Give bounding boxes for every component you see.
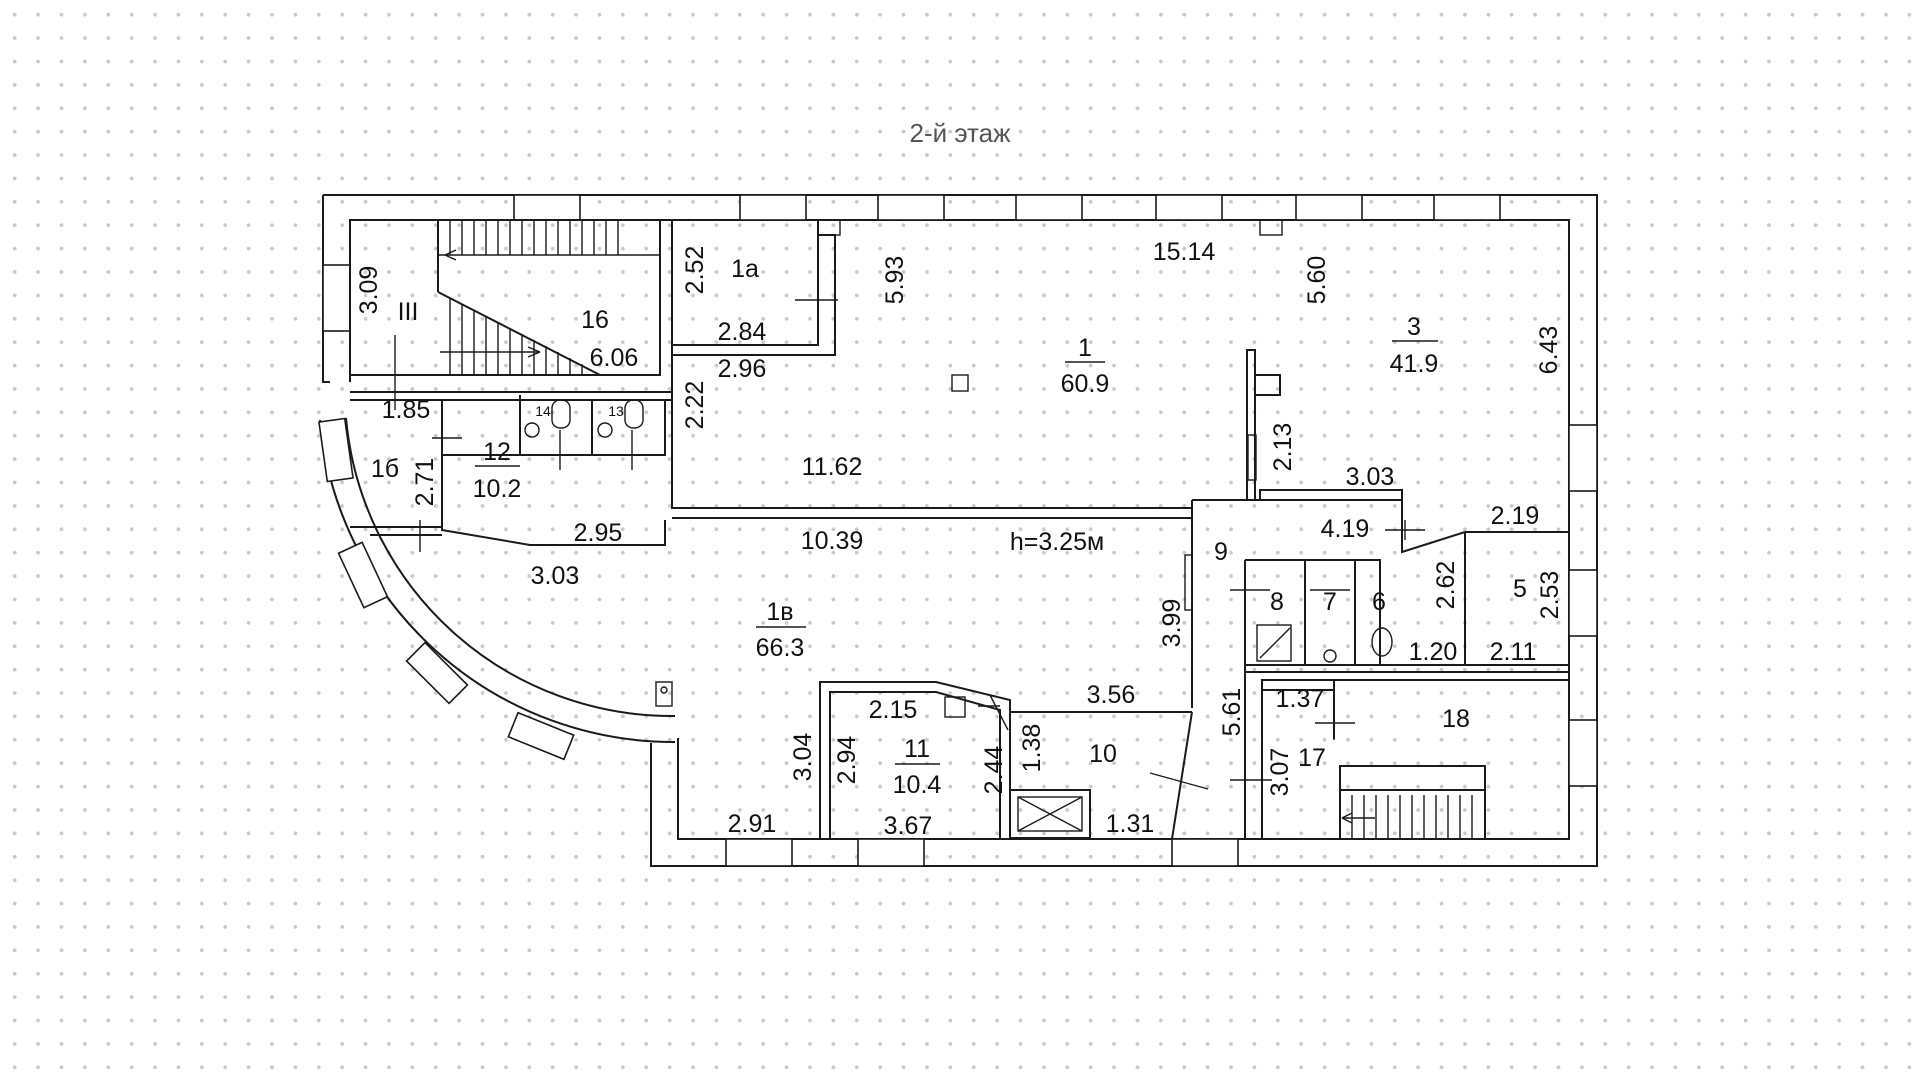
- dimension-label: 2.19: [1491, 502, 1540, 530]
- window: [318, 417, 354, 483]
- dimension-label: 5.61: [1218, 688, 1246, 737]
- dimension-label: 2.96: [718, 355, 767, 383]
- dimension-label: 2.71: [411, 458, 439, 507]
- room-1-number: 1: [1078, 334, 1092, 362]
- room-1a-number: 1а: [731, 255, 759, 283]
- window: [1568, 569, 1598, 637]
- window: [405, 641, 469, 705]
- dimension-label: 2.15: [869, 696, 918, 724]
- dimension-label: 10.39: [801, 527, 864, 555]
- left-service-rooms: [350, 391, 673, 552]
- dimension-label: 1.85: [382, 396, 431, 424]
- room-16-number: 16: [581, 306, 609, 334]
- service-core: [1184, 499, 1569, 673]
- room-3-number: 3: [1407, 313, 1421, 341]
- dimension-label: 1.31: [1106, 810, 1155, 838]
- window: [337, 541, 389, 609]
- dimension-label: 5.60: [1303, 256, 1331, 305]
- room-17-number: 17: [1298, 744, 1326, 772]
- dimension-label: 2.94: [833, 736, 861, 785]
- dimension-label: 3.03: [1346, 463, 1395, 491]
- window: [1568, 719, 1598, 787]
- room-11-number: 11: [904, 735, 930, 763]
- dimension-label: 1.20: [1409, 638, 1458, 666]
- window: [1568, 424, 1598, 492]
- room-6-number: 6: [1372, 588, 1386, 616]
- window: [857, 838, 925, 867]
- dimension-label: 15.14: [1153, 238, 1216, 266]
- dimension-label: 3.67: [884, 812, 933, 840]
- room-1b-number: 1б: [371, 455, 399, 483]
- dimension-label: 3.99: [1158, 599, 1186, 648]
- window: [322, 264, 351, 332]
- dimension-label: 2.44: [980, 746, 1008, 795]
- room-labels: 1 60.9 3 41.9 1в 66.3 11 10.4 12 10.2 1а…: [371, 255, 1527, 799]
- floor-title: 2-й этаж: [909, 118, 1011, 148]
- dimension-label: 2.91: [728, 810, 777, 838]
- dimension-label: 2.52: [681, 246, 709, 295]
- dimension-labels: 15.14 5.93 5.60 2.52 2.84 2.96 3.09 6.06…: [355, 238, 1564, 840]
- room-1v-number: 1в: [766, 598, 793, 626]
- room-8-number: 8: [1270, 588, 1284, 616]
- room-1-features: [951, 219, 1283, 501]
- window: [1295, 194, 1363, 221]
- window: [513, 194, 581, 221]
- room-5-number: 5: [1513, 575, 1527, 603]
- room-III-number: III: [398, 298, 419, 326]
- dimension-label: 2.84: [718, 318, 767, 346]
- room-10-number: 10: [1089, 740, 1117, 768]
- window: [739, 194, 807, 221]
- window: [507, 711, 575, 761]
- dimension-label: 11.62: [802, 453, 863, 481]
- dimension-label: 6.43: [1535, 326, 1563, 375]
- dimension-label: 2.53: [1536, 571, 1564, 620]
- room-9-number: 9: [1214, 538, 1228, 566]
- dimension-label: 2.13: [1269, 423, 1297, 472]
- dimension-label: 1.37: [1276, 685, 1325, 713]
- dimension-label: 5.93: [881, 256, 909, 305]
- ceiling-height: h=3.25м: [1010, 528, 1104, 556]
- window: [1171, 838, 1239, 867]
- window: [1155, 194, 1223, 221]
- room-1a-walls: [671, 219, 841, 356]
- dimension-label: 3.56: [1087, 681, 1136, 709]
- room-18-number: 18: [1442, 705, 1470, 733]
- room-3-area: 41.9: [1390, 350, 1439, 378]
- dimension-label: 3.07: [1266, 748, 1294, 797]
- lower-rooms: [655, 665, 1569, 840]
- dimension-label: 3.09: [355, 266, 383, 315]
- window: [877, 194, 945, 221]
- room-7-number: 7: [1323, 588, 1337, 616]
- dimension-label: 3.03: [531, 562, 580, 590]
- room-12-area: 10.2: [473, 475, 522, 503]
- room-11-area: 10.4: [893, 771, 942, 799]
- dimension-label: 6.06: [590, 344, 639, 372]
- stairwell: [349, 219, 661, 410]
- dimension-label: 1.38: [1018, 724, 1046, 773]
- window: [1015, 194, 1083, 221]
- dimension-label: 3.04: [789, 733, 817, 782]
- window: [1433, 194, 1501, 221]
- room-12-number: 12: [483, 438, 511, 466]
- dimension-label: 2.62: [1432, 561, 1460, 610]
- room-14-number: 14: [535, 403, 551, 419]
- dimension-label: 2.11: [1490, 638, 1537, 666]
- room-1-area: 60.9: [1061, 370, 1110, 398]
- window: [725, 838, 793, 867]
- room-13-number: 13: [608, 403, 624, 419]
- dimension-label: 2.95: [574, 519, 623, 547]
- dimension-label: 2.22: [681, 381, 709, 430]
- windows: [318, 194, 1598, 867]
- room-1v-area: 66.3: [756, 634, 805, 662]
- dimension-label: 4.19: [1321, 515, 1370, 543]
